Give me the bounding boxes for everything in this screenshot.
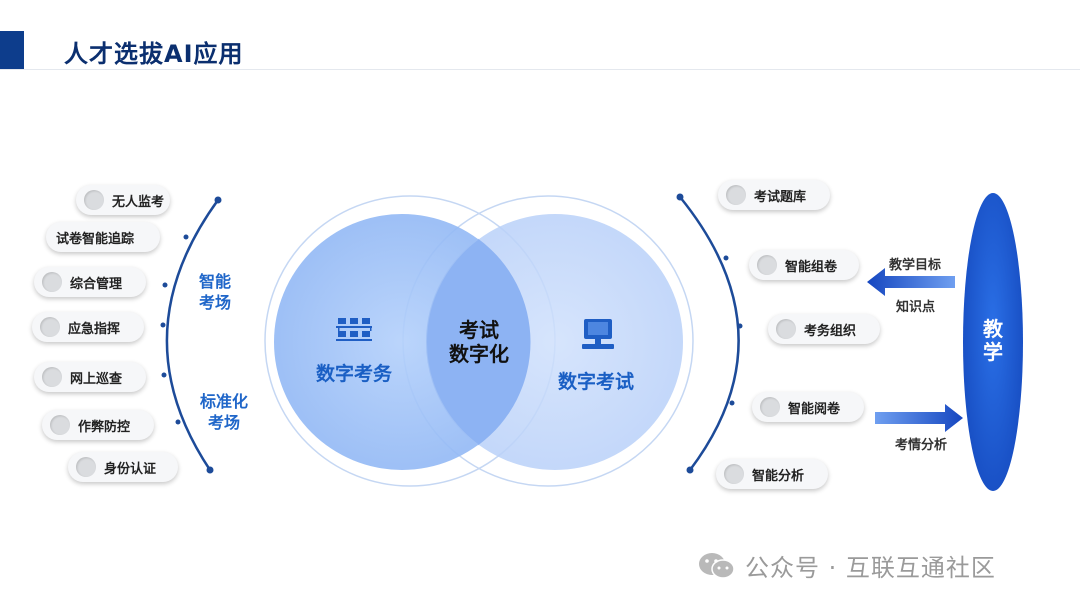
toggle-knob-icon: [757, 255, 777, 275]
pill-unmanned-proctoring: 无人监考: [76, 185, 170, 215]
computer-icon: [582, 319, 614, 349]
label-standard-exam-room: 标准化 考场: [199, 392, 248, 432]
arrow-out-icon: [875, 404, 963, 432]
pill-emergency-command: 应急指挥: [32, 312, 144, 342]
pill-exam-organization: 考务组织: [768, 314, 880, 344]
toggle-knob-icon: [760, 397, 780, 417]
pill-paper-tracking: 试卷智能追踪: [46, 222, 160, 252]
pill-smart-paper-assembly: 智能组卷: [749, 250, 859, 280]
label-exam-analysis: 考情分析: [895, 438, 948, 453]
watermark: 公众号 · 互联互通社区: [697, 548, 996, 583]
wechat-icon: [699, 552, 735, 579]
title-accent-bar: [0, 31, 24, 69]
exam-hall-icon: [336, 318, 372, 341]
toggle-knob-icon: [40, 317, 60, 337]
teaching-oval: [963, 193, 1023, 491]
pill-integrated-management: 综合管理: [34, 267, 146, 297]
label-digital-exam-affairs: 数字考务: [316, 363, 393, 385]
pill-smart-analysis: 智能分析: [716, 459, 828, 489]
arrow-in-icon: [867, 268, 955, 296]
toggle-knob-icon: [84, 190, 104, 210]
label-teaching: 教 学: [983, 317, 1003, 364]
label-exam-digitization: 考试 数字化: [449, 318, 509, 366]
toggle-knob-icon: [50, 415, 70, 435]
pill-question-bank: 考试题库: [718, 180, 830, 210]
pill-smart-grading: 智能阅卷: [752, 392, 864, 422]
toggle-knob-icon: [76, 457, 96, 477]
pill-cheating-prevention: 作弊防控: [42, 410, 154, 440]
pill-online-patrol: 网上巡查: [34, 362, 146, 392]
label-digital-exam: 数字考试: [558, 371, 635, 393]
toggle-knob-icon: [724, 464, 744, 484]
pill-identity-verification: 身份认证: [68, 452, 178, 482]
overlap-lens: [426, 239, 531, 445]
toggle-knob-icon: [726, 185, 746, 205]
watermark-text: 公众号 · 互联互通社区: [745, 554, 996, 582]
title-divider: [0, 69, 1080, 70]
toggle-knob-icon: [776, 319, 796, 339]
left-arc: [165, 199, 220, 471]
label-teaching-goals: 教学目标: [889, 258, 942, 273]
right-arc: [679, 196, 740, 471]
toggle-knob-icon: [42, 272, 62, 292]
label-knowledge-points: 知识点: [896, 300, 936, 315]
toggle-knob-icon: [42, 367, 62, 387]
label-smart-exam-room: 智能 考场: [198, 272, 231, 312]
page-title: 人才选拔AI应用: [64, 40, 244, 68]
